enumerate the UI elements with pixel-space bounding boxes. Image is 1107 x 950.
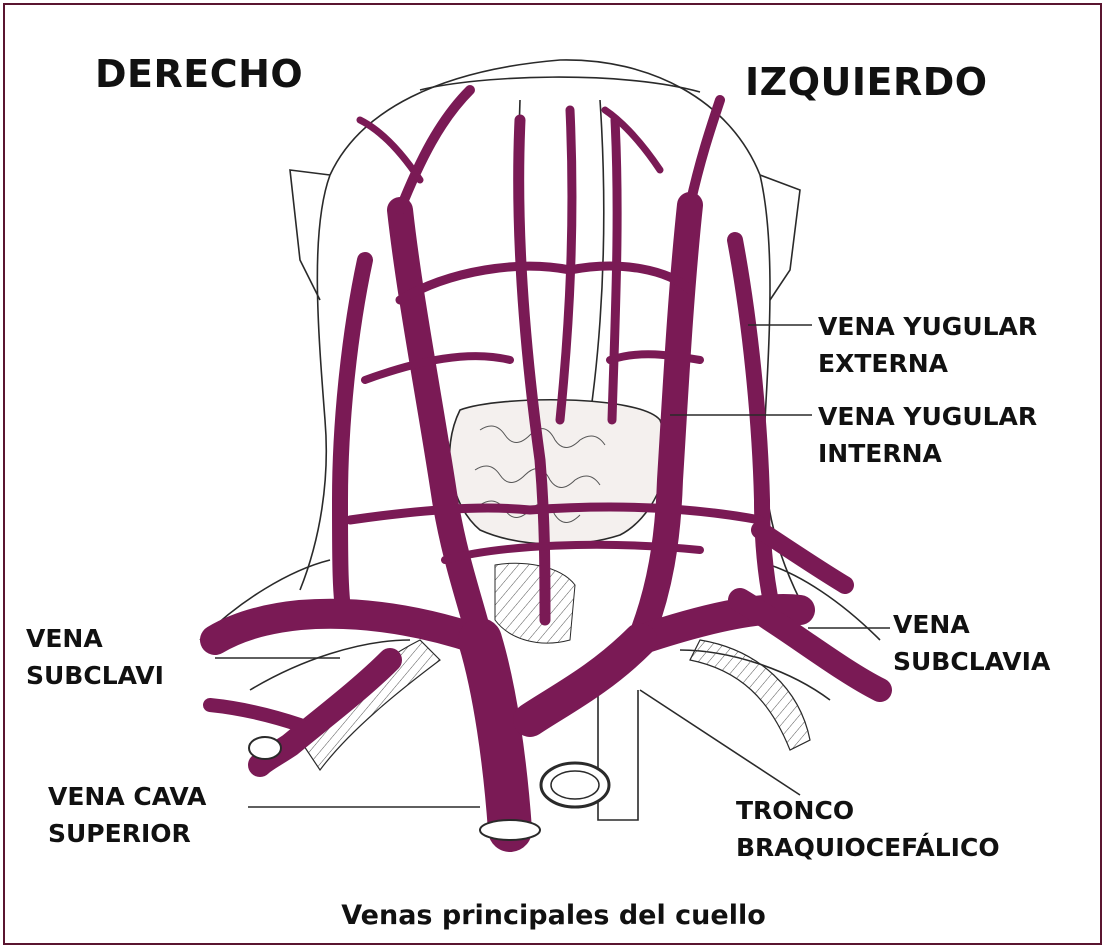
label-line: VENA CAVA [48,782,207,811]
clavicle-structures [299,562,811,772]
label-line: INTERNA [818,439,942,468]
label-superior-vena-cava: VENA CAVA SUPERIOR [48,778,206,852]
figure-caption: Venas principales del cuello [341,900,766,931]
side-label-left: IZQUIERDO [745,60,988,104]
label-line: VENA YUGULAR [818,312,1038,341]
label-left-subclavian-vein: VENA SUBCLAVIA [893,606,1050,680]
label-line: SUPERIOR [48,819,191,848]
vein-cut-ends [248,736,541,841]
label-line: BRAQUIOCEFÁLICO [736,833,1000,862]
side-label-right: DERECHO [95,52,304,96]
label-line: EXTERNA [818,349,949,378]
label-brachiocephalic-trunk: TRONCO BRAQUIOCEFÁLICO [736,792,1000,866]
label-line: SUBCLAVIA [893,647,1051,676]
label-right-subclavian-vein: VENA SUBCLAVI [26,620,164,694]
label-line: VENA YUGULAR [818,402,1038,431]
label-internal-jugular-vein: VENA YUGULAR INTERNA [818,398,1037,472]
label-line: VENA [26,624,103,653]
label-line: TRONCO [736,796,855,825]
brachiocephalic-artery [539,680,639,821]
label-external-jugular-vein: VENA YUGULAR EXTERNA [818,308,1037,382]
veins [200,85,892,852]
label-line: VENA [893,610,970,639]
leader-lines [215,324,890,808]
label-line: SUBCLAVI [26,661,164,690]
